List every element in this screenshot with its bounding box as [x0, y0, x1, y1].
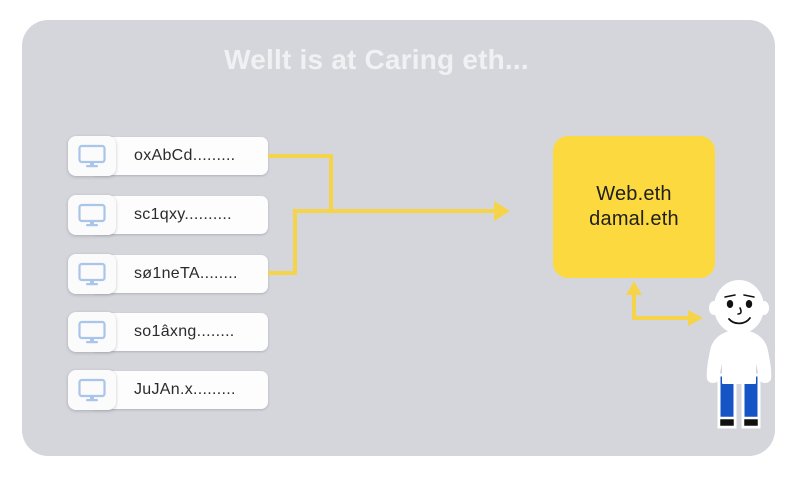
monitor-icon	[78, 262, 106, 286]
name-node-text: Web.eth damal.eth	[553, 136, 715, 278]
list-item-pill	[90, 313, 268, 351]
list-item-label: so1âxng........	[134, 323, 235, 340]
name-node[interactable]: Web.eth damal.eth	[553, 136, 715, 278]
list-item-icon-tile	[68, 136, 116, 176]
list-item[interactable]: oxAbCd.........	[68, 136, 268, 176]
list-item-pill	[90, 371, 268, 409]
monitor-icon	[78, 320, 106, 344]
list-item[interactable]: so1âxng........	[68, 312, 268, 352]
list-item-icon-tile	[68, 195, 116, 235]
list-item-icon-tile	[68, 312, 116, 352]
list-item-label: sø1neTA........	[134, 265, 238, 282]
list-item-label: oxAbCd.........	[134, 147, 236, 164]
monitor-icon	[78, 378, 106, 402]
list-item-pill	[90, 196, 268, 234]
list-item[interactable]: JuJAn.x.........	[68, 370, 268, 410]
list-item-icon-tile	[68, 370, 116, 410]
page-title: Wellt is at Caring eth...	[224, 44, 529, 75]
person-figure	[706, 280, 772, 429]
list-item-pill	[90, 137, 268, 175]
list-item[interactable]: sø1neTA........	[68, 254, 268, 294]
name-node-line-1: Web.eth	[596, 183, 672, 205]
list-item-pill	[90, 255, 268, 293]
list-item-label: sc1qxy..........	[134, 206, 232, 223]
list-item-icon-tile	[68, 254, 116, 294]
list-item-label: JuJAn.x.........	[134, 381, 236, 398]
list-item[interactable]: sc1qxy..........	[68, 195, 268, 235]
monitor-icon	[78, 203, 106, 227]
monitor-icon	[78, 144, 106, 168]
name-node-line-2: damal.eth	[589, 208, 679, 230]
